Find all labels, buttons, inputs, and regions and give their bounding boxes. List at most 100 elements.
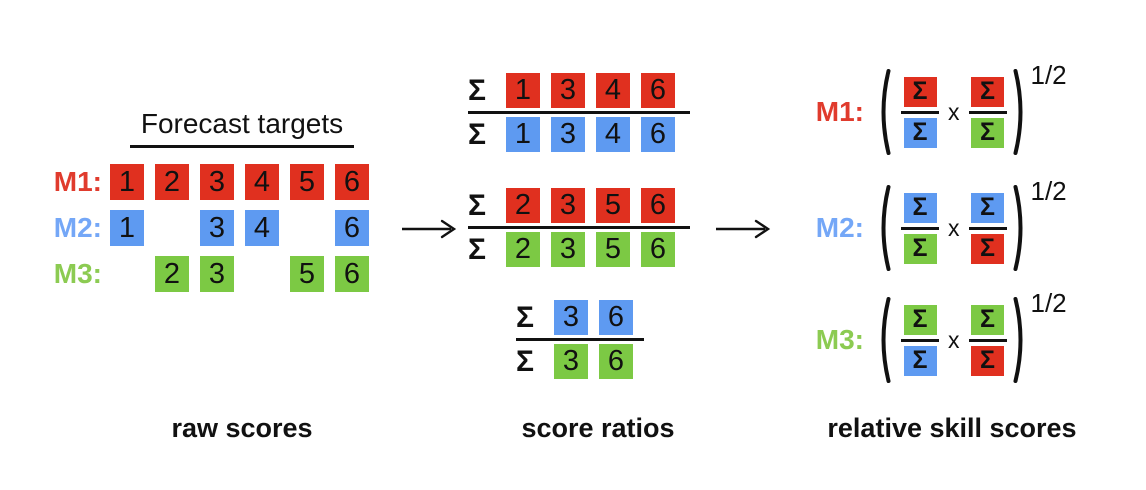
right-paren [1013, 185, 1022, 271]
sigma-fraction: Σ Σ [968, 304, 1007, 376]
sigma-box: Σ [903, 117, 937, 148]
model-label-m1: M1: [53, 166, 102, 197]
fraction-bar [901, 110, 939, 114]
ratio-numerator: Σ 1 3 4 6 [468, 73, 690, 108]
score-box: 3 [551, 73, 585, 108]
right-arrow-icon [716, 219, 771, 239]
score-ratio-m1-vs-m2: Σ 1 3 4 6 Σ 1 3 4 6 [468, 73, 690, 152]
score-box: 3 [200, 256, 234, 292]
sigma-box: Σ [971, 233, 1004, 264]
score-box: 6 [599, 300, 633, 335]
sigma-box: Σ [903, 233, 937, 264]
sigma-fraction: Σ Σ [901, 192, 939, 264]
fraction-bar [901, 226, 939, 230]
caption-relative-skill-scores: relative skill scores [827, 413, 1077, 443]
right-paren [1013, 297, 1022, 383]
score-box: 6 [335, 164, 369, 200]
score-ratio-m1-vs-m3: Σ 2 3 5 6 Σ 2 3 5 6 [468, 188, 690, 267]
score-box: 6 [641, 117, 675, 152]
ratio-numerator: Σ 3 6 [516, 300, 644, 335]
right-paren [1013, 69, 1022, 155]
score-box: 4 [596, 117, 630, 152]
model-label-m3: M3: [815, 324, 864, 355]
score-box: 2 [506, 188, 540, 223]
left-paren [881, 69, 891, 155]
score-box: 2 [155, 256, 189, 292]
forecast-targets-heading: Forecast targets [130, 108, 354, 148]
sigma-symbol: Σ [468, 73, 487, 107]
sigma-box: Σ [903, 76, 937, 107]
ratio-denominator: Σ 2 3 5 6 [468, 232, 690, 267]
score-box: 3 [554, 300, 588, 335]
exponent: 1/2 [1030, 60, 1067, 90]
raw-score-row-m2: 1 3 4 6 [110, 210, 369, 246]
sigma-symbol: Σ [468, 232, 487, 266]
fraction-bar [901, 338, 939, 342]
ratio-denominator: Σ 1 3 4 6 [468, 117, 690, 152]
model-label-m3: M3: [53, 258, 102, 289]
score-box: 1 [110, 210, 144, 246]
multiply-sign: x [948, 326, 960, 353]
ratio-numerator: Σ 2 3 5 6 [468, 188, 690, 223]
score-box: 5 [596, 188, 630, 223]
sigma-box: Σ [903, 304, 937, 335]
caption-score-ratios: score ratios [521, 413, 675, 443]
score-box: 1 [506, 117, 540, 152]
right-arrow-icon [402, 219, 457, 239]
fraction-bar [468, 111, 690, 114]
skill-formula-m3: M3: Σ Σ x Σ Σ 1/2 [806, 288, 1067, 386]
sigma-box: Σ [971, 304, 1004, 335]
raw-score-row-m3: 2 3 5 6 [110, 256, 369, 292]
exponent: 1/2 [1030, 176, 1067, 206]
score-box: 4 [596, 73, 630, 108]
exponent: 1/2 [1030, 288, 1067, 318]
score-ratio-m2-vs-m3: Σ 3 6 Σ 3 6 [516, 300, 644, 379]
score-box: 4 [245, 210, 279, 246]
score-box: 3 [554, 344, 588, 379]
sigma-box: Σ [971, 345, 1004, 376]
sigma-box: Σ [971, 117, 1004, 148]
score-box: 3 [551, 232, 585, 267]
score-box: 6 [641, 73, 675, 108]
sigma-box: Σ [971, 192, 1004, 223]
score-box: 5 [290, 256, 324, 292]
sigma-fraction: Σ Σ [968, 192, 1007, 264]
score-box: 6 [335, 256, 369, 292]
model-label-m2: M2: [815, 212, 864, 243]
score-box: 2 [155, 164, 189, 200]
caption-raw-scores: raw scores [171, 413, 313, 443]
left-paren [881, 297, 891, 383]
sigma-symbol: Σ [468, 188, 487, 222]
sigma-box: Σ [903, 345, 937, 376]
raw-score-row-m1: 1 2 3 4 5 6 [110, 164, 369, 200]
ratio-denominator: Σ 3 6 [516, 344, 644, 379]
fraction-bar [968, 338, 1007, 342]
skill-formula-m2: M2: Σ Σ x Σ Σ 1/2 [806, 176, 1067, 274]
score-box: 3 [551, 188, 585, 223]
score-box: 6 [641, 232, 675, 267]
score-box: 4 [245, 164, 279, 200]
score-box: 3 [551, 117, 585, 152]
score-box: 5 [596, 232, 630, 267]
fraction-bar [468, 226, 690, 229]
score-box: 5 [290, 164, 324, 200]
model-label-m2: M2: [53, 212, 102, 243]
score-box: 6 [599, 344, 633, 379]
fraction-bar [968, 110, 1007, 114]
sigma-fraction: Σ Σ [901, 76, 939, 148]
skill-formula-m1: M1: Σ Σ x Σ Σ 1/2 [806, 60, 1067, 158]
score-box: 6 [335, 210, 369, 246]
sigma-symbol: Σ [516, 344, 535, 378]
fraction-bar [968, 226, 1007, 230]
fraction-bar [516, 338, 644, 341]
sigma-fraction: Σ Σ [968, 76, 1007, 148]
score-box: 1 [506, 73, 540, 108]
left-paren [881, 185, 891, 271]
multiply-sign: x [948, 214, 960, 241]
multiply-sign: x [948, 98, 960, 125]
model-label-m1: M1: [815, 96, 864, 127]
sigma-symbol: Σ [468, 117, 487, 151]
sigma-box: Σ [903, 192, 937, 223]
score-box: 6 [641, 188, 675, 223]
